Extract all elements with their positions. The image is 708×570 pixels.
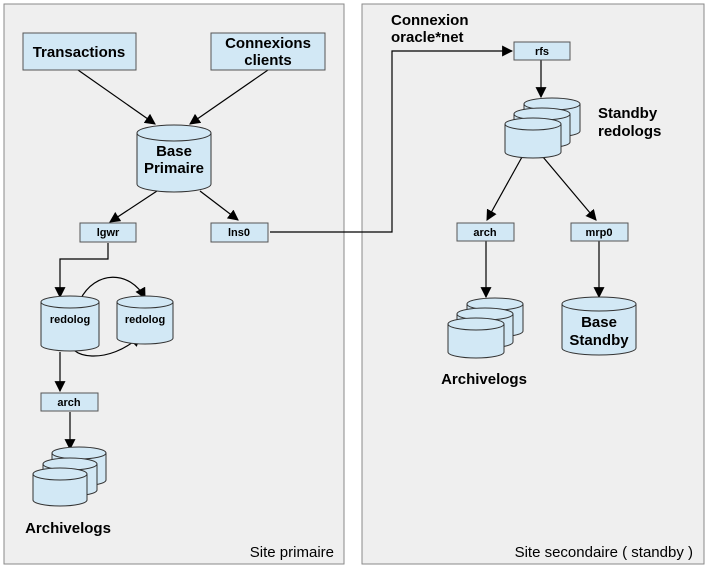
connexion-label-2: oracle*net	[391, 29, 464, 46]
mrp0-label: mrp0	[586, 227, 613, 239]
edge-lns0-rfs	[270, 45, 514, 233]
node-arch-primary: arch	[40, 392, 99, 412]
base-primaire-label-1: Base	[156, 143, 192, 160]
node-connexions-clients: Connexions clients	[210, 32, 326, 71]
node-lgwr: lgwr	[79, 222, 137, 243]
edges	[54, 45, 605, 451]
node-archivelogs-primary-stack	[32, 446, 107, 507]
redolog-1-label: redolog	[50, 314, 90, 326]
node-transactions: Transactions	[22, 32, 137, 71]
node-standby-redologs-stack	[504, 97, 581, 159]
base-standby-label-2: Standby	[569, 332, 629, 349]
edge-transactions-base	[77, 69, 156, 125]
edge-connexions-base	[189, 69, 269, 125]
edge-lgwr-redolog	[54, 243, 109, 299]
site-primary-label: Site primaire	[250, 544, 334, 561]
node-mrp0: mrp0	[570, 222, 629, 242]
node-redolog-1: redolog	[40, 295, 100, 352]
node-base-primaire: Base Primaire	[136, 124, 212, 193]
edge-standby-mrp0	[542, 156, 597, 221]
rfs-label: rfs	[535, 46, 549, 58]
arch-secondary-label: arch	[473, 227, 497, 239]
edge-base-lgwr	[109, 190, 158, 223]
lns0-label: lns0	[228, 227, 250, 239]
node-rfs: rfs	[513, 41, 571, 61]
archivelogs-primary-label: Archivelogs	[25, 520, 111, 537]
lgwr-label: lgwr	[97, 227, 120, 239]
connexion-label-1: Connexion	[391, 12, 469, 29]
arch-primary-label: arch	[57, 397, 81, 409]
base-standby-label-1: Base	[581, 314, 617, 331]
node-arch-secondary: arch	[456, 222, 515, 242]
node-lns0: lns0	[210, 222, 269, 243]
site-secondary-label: Site secondaire ( standby )	[515, 544, 693, 561]
node-base-standby: Base Standby	[561, 296, 637, 356]
standby-redologs-label-1: Standby	[598, 105, 658, 122]
redolog-2-label: redolog	[125, 314, 165, 326]
edge-base-lns0	[199, 190, 239, 221]
node-redolog-2: redolog	[116, 295, 174, 345]
node-archivelogs-secondary-stack	[447, 297, 524, 359]
connexions-clients-label-2: clients	[244, 52, 292, 69]
transactions-label: Transactions	[33, 44, 126, 61]
connexions-clients-label-1: Connexions	[225, 35, 311, 52]
edge-standby-arch	[486, 156, 523, 221]
base-primaire-label-2: Primaire	[144, 160, 204, 177]
edge-redolog-loop-top	[79, 276, 146, 301]
archivelogs-secondary-label: Archivelogs	[441, 371, 527, 388]
secondary-site-panel	[361, 3, 705, 565]
standby-redologs-label-2: redologs	[598, 123, 661, 140]
